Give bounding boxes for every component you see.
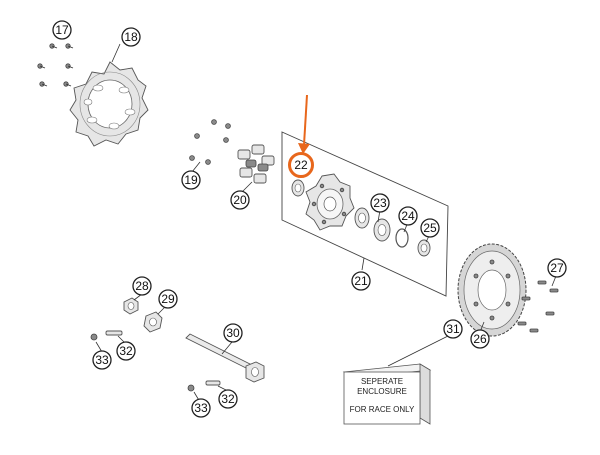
enclosure-line-3: FOR RACE ONLY [350,405,415,414]
callout-33-left: 33 [92,350,112,370]
callout-17-label: 17 [55,23,69,37]
callout-21-label: 21 [354,274,368,288]
callout-30-label: 30 [226,326,240,340]
callout-33-bottom-label: 33 [194,401,208,415]
sprocket-carrier-assembly [281,131,449,297]
callout-32-left: 32 [116,341,136,361]
callout-26: 26 [470,329,490,349]
callout-18: 18 [121,27,141,47]
axle-nut [123,297,139,315]
callout-33-left-label: 33 [95,353,109,367]
adjuster-bolt-bottom [205,380,221,386]
brake-disc-bolts [37,43,74,87]
callout-24-label: 24 [401,209,415,223]
callout-23-label: 23 [373,196,387,210]
brake-disc [69,61,149,147]
callout-28-label: 28 [135,279,149,293]
callout-33-bottom: 33 [191,398,211,418]
rear-axle [185,333,265,383]
callout-31-label: 31 [446,322,460,336]
callout-21: 21 [351,271,371,291]
callout-31: 31 [443,319,463,339]
callout-27-label: 27 [550,261,564,275]
carrier-spacer [291,179,305,197]
pointer-arrow [298,94,310,154]
callout-32-left-label: 32 [119,344,133,358]
carrier-bearing [354,207,391,242]
callout-19-label: 19 [184,173,198,187]
callout-29-label: 29 [161,292,175,306]
rear-sprocket [457,243,527,337]
lock-nut-bottom [187,384,195,392]
callout-26-label: 26 [473,332,487,346]
sprocket-carrier [305,173,355,231]
callout-32-bottom: 32 [218,389,238,409]
callout-20: 20 [230,190,250,210]
distance-sleeve [417,239,431,257]
callout-17: 17 [52,20,72,40]
callout-24: 24 [398,206,418,226]
callout-19: 19 [181,170,201,190]
callout-27: 27 [547,258,567,278]
damper-nuts [189,119,231,165]
callout-18-label: 18 [124,30,138,44]
sprocket-bolts [517,280,559,333]
chain-adjuster [143,311,163,333]
callout-25: 25 [420,218,440,238]
callout-22-highlighted: 22 [288,152,314,178]
callout-30: 30 [223,323,243,343]
spacer-ring [395,228,409,248]
enclosure-line-1: SEPERATE [361,377,403,386]
rubber-dampers [237,144,275,184]
callout-23: 23 [370,193,390,213]
separate-enclosure-box: SEPERATE ENCLOSURE FOR RACE ONLY [342,335,449,425]
adjuster-bolt-left [105,330,123,336]
callout-29: 29 [158,289,178,309]
callout-25-label: 25 [423,221,437,235]
callout-32-bottom-label: 32 [221,392,235,406]
callout-28: 28 [132,276,152,296]
enclosure-line-2: ENCLOSURE [357,387,407,396]
lock-nut-left [90,333,98,341]
callout-20-label: 20 [233,193,247,207]
callout-22-label: 22 [294,158,308,172]
